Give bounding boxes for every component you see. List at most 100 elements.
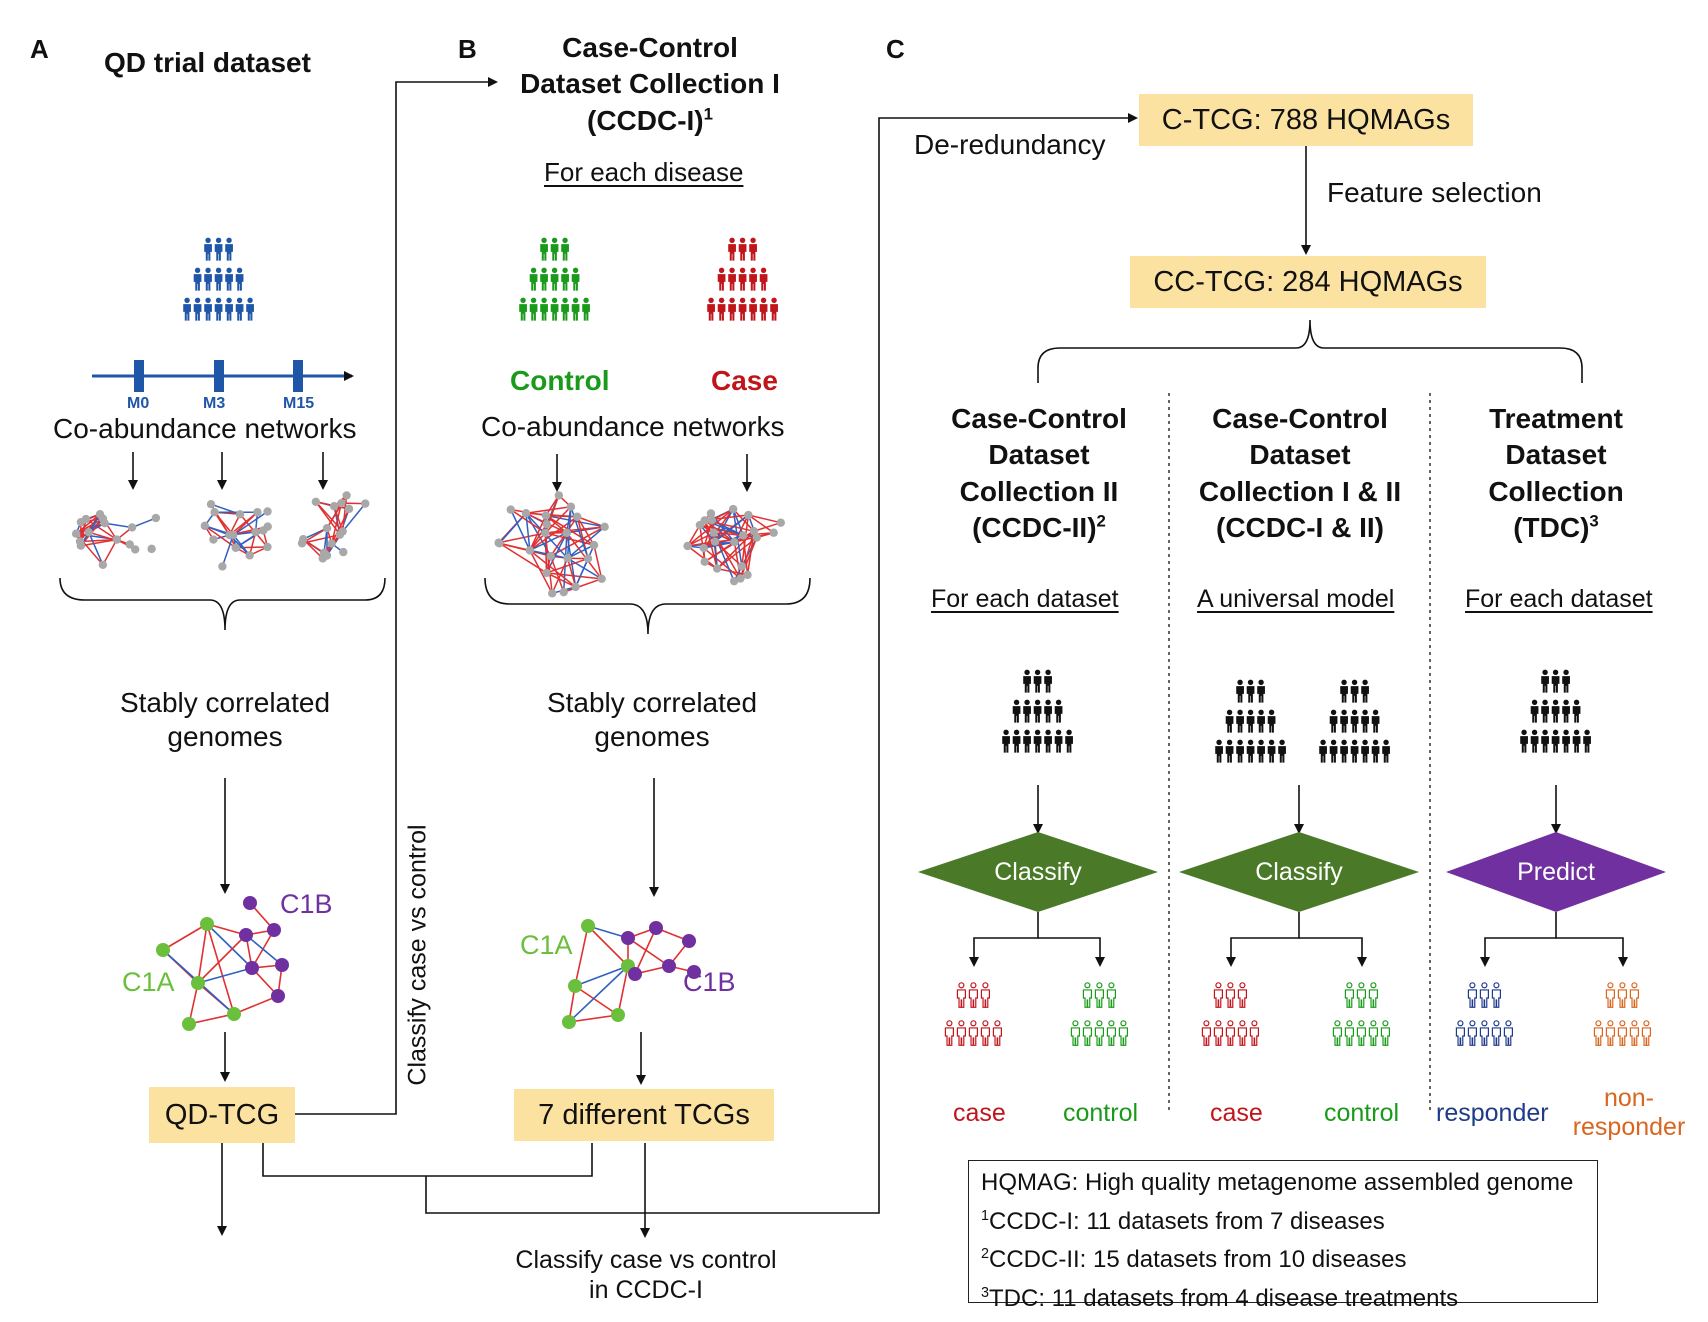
person-icon-dataset	[1012, 699, 1021, 723]
cluster-network-b	[562, 919, 701, 1029]
person-icon-non-responder	[1605, 1020, 1616, 1046]
timepoint-m15: M15	[283, 395, 315, 412]
person-icon-control-out	[1106, 982, 1117, 1008]
person-icon-dataset-ii	[1350, 709, 1359, 733]
person-icon-control-out	[1380, 1020, 1391, 1046]
person-icon-dataset	[1065, 729, 1073, 753]
connector-lines	[59, 77, 1628, 1238]
person-icon-dataset-ii	[1340, 679, 1348, 703]
person-icon-dataset-ii	[1361, 739, 1369, 763]
person-icon-case	[728, 297, 736, 321]
person-icon-dataset-i	[1225, 709, 1234, 733]
person-icon-dataset	[1033, 669, 1042, 693]
classify-diamond-1	[918, 832, 1158, 912]
outcome-case-1: case	[953, 1099, 1006, 1127]
classify-label-1: Classify	[994, 858, 1082, 886]
classify-vertical-label: Classify case vs control	[403, 824, 432, 1086]
person-icon-dataset-i	[1257, 679, 1265, 703]
person-icon-control	[529, 267, 538, 291]
timepoint-m0: M0	[127, 395, 150, 412]
person-icon-treatment	[1541, 699, 1549, 723]
person-icon-dataset-i	[1257, 709, 1265, 733]
person-icon-case	[759, 267, 768, 291]
person-icon-control-out	[1344, 982, 1355, 1008]
person-icon-qd	[183, 297, 191, 321]
person-icon-qd	[225, 297, 233, 321]
cc-tcg-box: CC-TCG: 284 HQMAGs	[1130, 256, 1486, 308]
column-2-subtitle: A universal model	[1197, 585, 1395, 613]
person-icon-case-out	[1249, 1020, 1260, 1046]
person-icon-responder	[1491, 1020, 1502, 1046]
person-icon-dataset-ii	[1361, 709, 1369, 733]
person-icon-dataset-i	[1236, 739, 1244, 763]
person-icon-qd	[214, 297, 223, 321]
person-icon-qd	[225, 237, 233, 261]
person-icon-control	[540, 237, 548, 261]
outcome-control-1: control	[1063, 1099, 1139, 1127]
person-icon-case	[749, 267, 757, 291]
person-icon-dataset	[1023, 699, 1031, 723]
person-icon-treatment	[1562, 669, 1570, 693]
panel-b-subtitle: For each disease	[544, 157, 744, 187]
c-tcg-box: C-TCG: 788 HQMAGs	[1139, 94, 1473, 146]
person-icon-responder	[1467, 1020, 1478, 1046]
person-icon-dataset-ii	[1340, 709, 1348, 733]
person-icon-control-out	[1106, 1020, 1117, 1046]
person-icon-treatment	[1541, 729, 1549, 753]
person-icon-dataset	[1033, 729, 1042, 753]
person-icon-case	[717, 267, 726, 291]
network-m0	[71, 510, 161, 570]
person-icon-dataset-i	[1267, 739, 1276, 763]
person-icon-case	[738, 237, 747, 261]
outcome-control-2: control	[1324, 1099, 1400, 1127]
network-graphs	[71, 491, 786, 1031]
person-icon-control	[582, 297, 590, 321]
network-m3	[200, 500, 272, 571]
brace-a	[59, 577, 386, 631]
person-icon-control	[561, 297, 569, 321]
person-icon-non-responder	[1629, 1020, 1640, 1046]
panel-b-c1b-label: C1B	[683, 967, 736, 997]
person-icon-control	[561, 237, 569, 261]
legend-box: HQMAG: High quality metagenome assembled…	[968, 1160, 1598, 1312]
person-icon-dataset-i	[1278, 739, 1286, 763]
person-icon-case	[707, 297, 715, 321]
person-icon-control	[550, 267, 559, 291]
person-icon-case-out	[1225, 1020, 1236, 1046]
person-icon-treatment	[1541, 669, 1549, 693]
person-icon-responder	[1491, 982, 1502, 1008]
feature-selection-label: Feature selection	[1327, 177, 1542, 208]
person-icon-case	[738, 297, 747, 321]
person-icon-case	[770, 297, 778, 321]
panel-label-c: C	[886, 34, 905, 64]
person-icon-treatment	[1551, 699, 1560, 723]
panel-label-b: B	[458, 34, 477, 64]
person-icon-control-out	[1368, 982, 1379, 1008]
person-icon-control-out	[1094, 1020, 1105, 1046]
person-icon-case-out	[956, 982, 967, 1008]
decision-diamonds	[918, 832, 1666, 912]
person-icon-control	[571, 297, 580, 321]
person-icon-qd	[214, 267, 223, 291]
person-icon-qd	[214, 237, 223, 261]
person-icon-control	[540, 267, 548, 291]
person-icon-qd	[204, 237, 212, 261]
outcome-case-2: case	[1210, 1099, 1263, 1127]
person-icon-responder	[1479, 1020, 1490, 1046]
person-icon-responder	[1479, 982, 1490, 1008]
person-icon-control	[540, 297, 548, 321]
person-icon-control-out	[1094, 982, 1105, 1008]
panel-b-c1a-label: C1A	[520, 930, 573, 960]
person-icon-qd	[225, 267, 233, 291]
person-icon-qd	[204, 297, 212, 321]
person-icon-case-out	[1237, 1020, 1248, 1046]
person-icon-dataset-ii	[1371, 709, 1380, 733]
person-icon-responder	[1503, 1020, 1514, 1046]
person-icon-treatment	[1562, 729, 1570, 753]
person-icon-non-responder	[1641, 1020, 1652, 1046]
person-icon-case-out	[1213, 1020, 1224, 1046]
